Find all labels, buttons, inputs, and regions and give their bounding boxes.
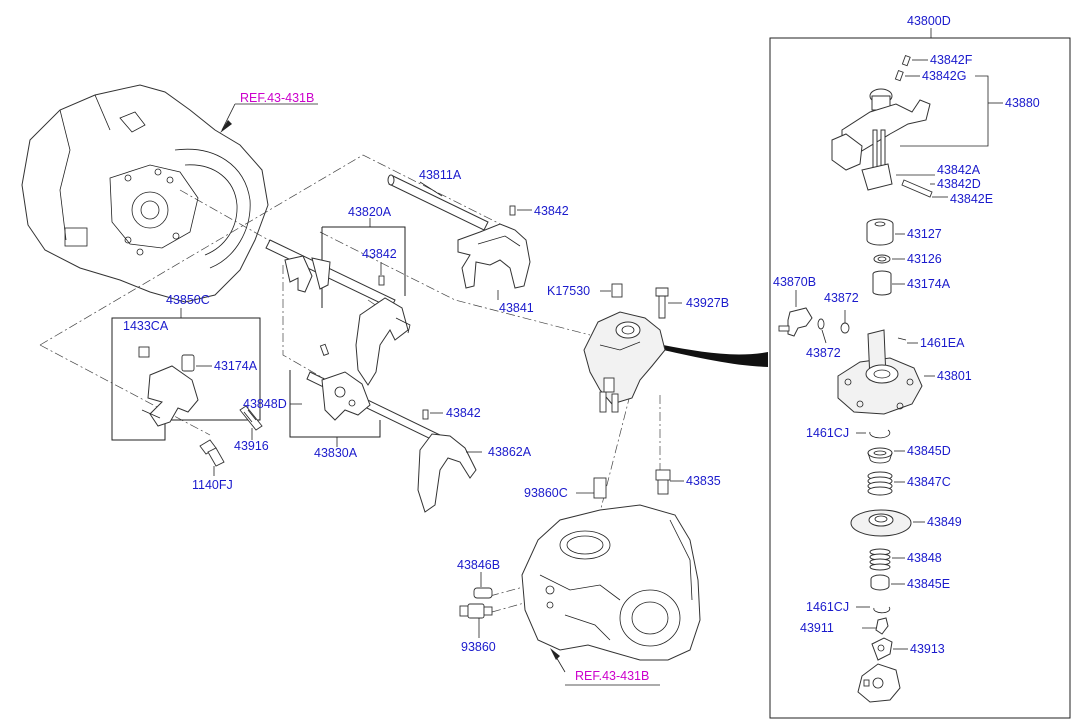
label-43872-b: 43872 — [806, 346, 841, 360]
fork-43841 — [457, 223, 531, 289]
label-43870B: 43870B — [773, 275, 816, 289]
bushing-43174A — [872, 270, 892, 296]
label-K17530: K17530 — [547, 284, 590, 298]
plug-43835 — [655, 469, 671, 495]
spring-43848 — [869, 548, 891, 571]
label-43848: 43848 — [907, 551, 942, 565]
reference-label-top[interactable]: REF.43-431B — [240, 91, 314, 105]
washer-43126 — [873, 254, 891, 264]
label-43872-a: 43872 — [824, 291, 859, 305]
label-1461CJ-a: 1461CJ — [806, 426, 849, 440]
label-43842-c: 43842 — [446, 406, 481, 420]
pin-43848D — [319, 343, 330, 356]
label-43835: 43835 — [686, 474, 721, 488]
label-43174A-b: 43174A — [907, 277, 951, 291]
label-43847C: 43847C — [907, 475, 951, 489]
detent-43913 — [871, 637, 893, 661]
connector-band — [663, 345, 768, 367]
switch-43846B — [473, 587, 493, 599]
label-43842E: 43842E — [950, 192, 993, 206]
circlip-1461CJ-a — [869, 429, 891, 439]
label-43845D: 43845D — [907, 444, 951, 458]
pin-43842G — [894, 69, 904, 82]
clip-1461EA — [897, 337, 907, 341]
label-43842-b: 43842 — [362, 247, 397, 261]
lever-43870B — [778, 307, 813, 337]
switch-93860 — [459, 603, 493, 619]
label-43842F: 43842F — [930, 53, 973, 67]
assembly-box-43800D — [769, 37, 1071, 719]
pin-43842-a — [509, 205, 516, 216]
label-1140FJ: 1140FJ — [192, 478, 233, 492]
label-43913: 43913 — [910, 642, 945, 656]
dish-43849 — [850, 509, 912, 537]
switch-93860C — [593, 477, 607, 499]
label-43845E: 43845E — [907, 577, 950, 591]
label-43830A: 43830A — [314, 446, 358, 460]
label-93860C: 93860C — [524, 486, 568, 500]
label-43842A: 43842A — [937, 163, 981, 177]
housing-43801 — [837, 329, 923, 415]
spring-43847C — [867, 471, 893, 496]
label-1461CJ-b: 1461CJ — [806, 600, 849, 614]
reference-label-bottom[interactable]: REF.43-431B — [575, 669, 649, 683]
leader-ref-top — [221, 103, 236, 131]
shift-lug-43830A — [306, 371, 441, 443]
label-43848D: 43848D — [243, 397, 287, 411]
label-43842G: 43842G — [922, 69, 966, 83]
retainer-43845D — [867, 447, 893, 464]
label-43820A: 43820A — [348, 205, 392, 219]
plug-K17530 — [611, 283, 623, 298]
transmission-case-left — [21, 84, 269, 303]
pin-43842F — [901, 54, 911, 67]
bracket-43850C — [138, 346, 199, 427]
shift-housing — [583, 311, 666, 413]
ring-43872-b — [840, 322, 850, 334]
label-43801: 43801 — [937, 369, 972, 383]
circlip-1461CJ-b — [873, 606, 891, 614]
retainer-43845E — [870, 574, 890, 591]
label-43916: 43916 — [234, 439, 269, 453]
pin-43842-b — [378, 275, 385, 286]
label-43127: 43127 — [907, 227, 942, 241]
bolt-43916 — [239, 405, 263, 431]
label-43849: 43849 — [927, 515, 962, 529]
label-43811A: 43811A — [419, 168, 462, 182]
label-43126: 43126 — [907, 252, 942, 266]
fork-43820A — [355, 297, 411, 386]
selector-lever-43880 — [831, 88, 931, 191]
pin-43911 — [875, 617, 889, 635]
bolt-1140FJ — [199, 439, 225, 467]
pin-43842D — [901, 179, 933, 198]
pin-43842-c — [422, 409, 429, 420]
transmission-case-bottom — [521, 504, 701, 661]
cap-43127 — [866, 218, 894, 246]
label-43862A: 43862A — [488, 445, 532, 459]
bracket-bottom — [857, 663, 901, 703]
label-43880: 43880 — [1005, 96, 1040, 110]
ring-43872-a — [817, 318, 825, 330]
label-43800D: 43800D — [907, 14, 951, 28]
label-93860: 93860 — [461, 640, 496, 654]
bolt-43927B — [655, 287, 669, 319]
label-1461EA: 1461EA — [920, 336, 965, 350]
label-43842-a: 43842 — [534, 204, 569, 218]
label-43850C: 43850C — [166, 293, 210, 307]
label-43842D: 43842D — [937, 177, 981, 191]
shift-rail-43811A — [387, 174, 489, 231]
label-43911: 43911 — [800, 621, 834, 635]
fork-43862A — [417, 433, 477, 513]
label-43841: 43841 — [499, 301, 534, 315]
label-43927B: 43927B — [686, 296, 729, 310]
label-43174A-a: 43174A — [214, 359, 258, 373]
label-1433CA: 1433CA — [123, 319, 169, 333]
label-43846B: 43846B — [457, 558, 500, 572]
